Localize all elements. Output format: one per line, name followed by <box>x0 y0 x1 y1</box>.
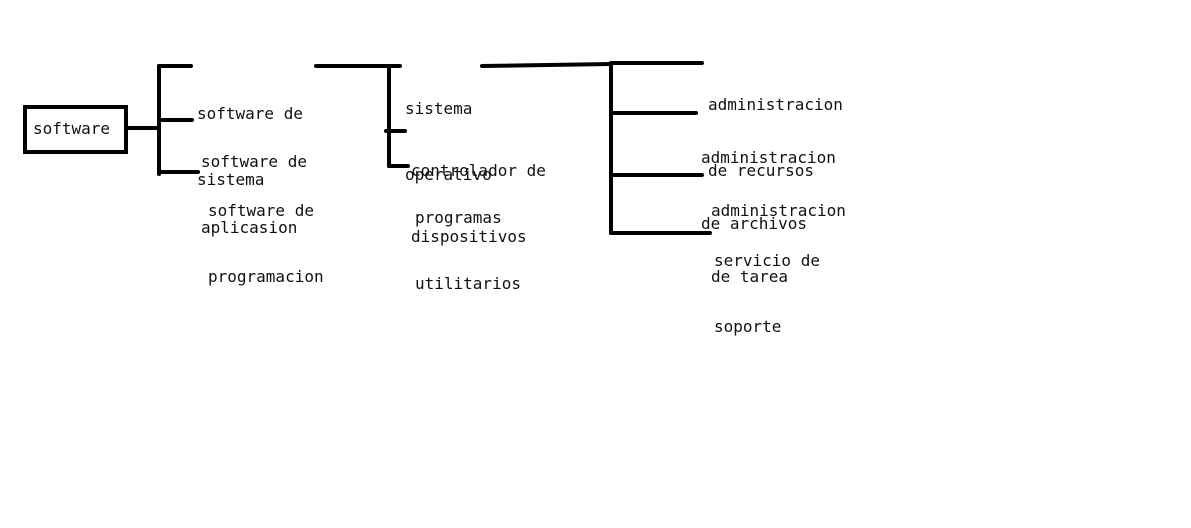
node-line: administracion <box>711 201 846 220</box>
node-line: administracion <box>701 148 836 167</box>
node-line: aplicasion <box>201 218 298 237</box>
node-line: programas <box>415 208 502 227</box>
node-line: software de <box>201 152 307 171</box>
node-line: utilitarios <box>415 274 521 293</box>
node-line: soporte <box>714 317 782 336</box>
node-line: de recursos <box>708 161 814 180</box>
node-controlador-de-dispositivos: controlador de dispositivos <box>411 116 546 270</box>
node-software-de-programacion: software de programacion <box>208 156 324 310</box>
node-software-de-sistema: software de sistema <box>197 59 303 213</box>
node-software-de-aplicasion: software de aplicasion <box>201 107 307 261</box>
node-line: controlador de <box>411 161 546 180</box>
node-line: dispositivos <box>411 227 527 246</box>
node-line: de archivos <box>701 214 807 233</box>
node-administracion-de-archivos: administracion de archivos <box>701 103 836 257</box>
node-line: sistema <box>405 99 473 118</box>
node-line: de tarea <box>711 267 789 286</box>
node-line: software de <box>208 201 314 220</box>
node-line: servicio de <box>714 251 820 270</box>
node-line: sistema <box>197 170 265 189</box>
connector-sistema-operativo <box>480 62 613 68</box>
node-sistema-operativo: sistema operativo <box>405 54 492 208</box>
node-line: programacion <box>208 267 324 286</box>
node-line: operativo <box>405 165 492 184</box>
node-line: administracion <box>708 95 843 114</box>
node-line: software de <box>197 104 303 123</box>
node-administracion-de-recursos: administracion de recursos <box>708 50 843 204</box>
node-programas-utilitarios: programas utilitarios <box>415 163 521 317</box>
node-administracion-de-tarea: administracion de tarea <box>711 156 846 310</box>
node-servicio-de-soporte: servicio de soporte <box>714 206 820 360</box>
root-node-label: software <box>33 119 111 138</box>
